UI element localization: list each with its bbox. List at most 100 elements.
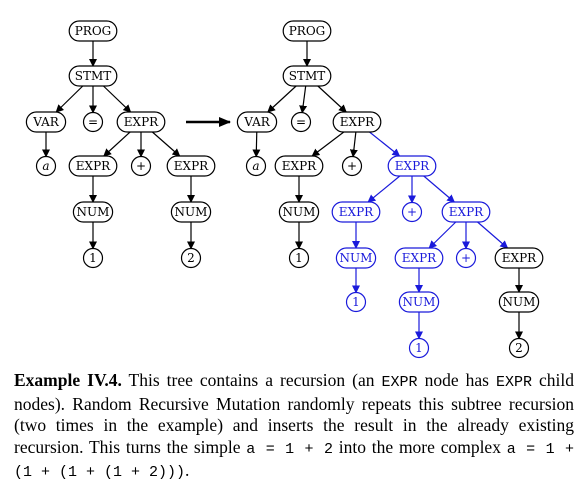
tree-node-r-var: VAR [236, 111, 278, 133]
tree-node-b2-num: NUM [398, 291, 440, 313]
tree-node-label: PROG [75, 24, 112, 38]
tree-edge-arrow [103, 131, 131, 157]
tree-node-label: NUM [503, 295, 536, 309]
tree-node-label: NUM [77, 205, 110, 219]
tree-leaf-node-r-two: 2 [508, 337, 530, 359]
tree-node-label: EXPR [76, 159, 111, 173]
tree-node-label: EXPR [395, 159, 430, 173]
tree-node-label: 1 [415, 341, 423, 355]
tree-node-label: 1 [352, 295, 360, 309]
tree-node-label: 1 [89, 251, 97, 265]
tree-node-label: a [252, 159, 259, 173]
tree-node-label: a [42, 159, 49, 173]
caption-text-1: This tree contains a recursion (an [121, 370, 382, 390]
tree-leaf-node-r-a: a [245, 155, 267, 177]
tree-node-label: NUM [283, 205, 316, 219]
tree-node-label: PROG [289, 24, 326, 38]
tree-node-b1-left: EXPR [331, 201, 381, 223]
tree-edge-arrow [317, 85, 347, 113]
tree-node-l-var: VAR [25, 111, 67, 133]
tree-node-label: EXPR [502, 251, 537, 265]
caption-code-1: EXPR [381, 374, 418, 391]
tree-edge-arrow [252, 131, 261, 158]
tree-leaf-node-b1-one: 1 [345, 291, 367, 313]
tree-edge-arrow [423, 175, 456, 203]
caption-code-3: a = 1 + 2 [246, 440, 333, 458]
tree-node-label: EXPR [282, 159, 317, 173]
tree-edge-arrow [369, 131, 401, 157]
tree-node-l-stmt: STMT [68, 65, 118, 87]
tree-edge-arrow [299, 85, 308, 114]
tree-node-label: EXPR [174, 159, 209, 173]
tree-edge-arrow [151, 131, 181, 157]
caption-text-2: node has [417, 370, 496, 390]
tree-node-label: = [296, 115, 306, 129]
tree-node-label: + [407, 205, 417, 219]
tree-node-label: EXPR [402, 251, 437, 265]
tree-leaf-node-l-eq: = [82, 111, 104, 133]
tree-leaf-node-r-eq: = [290, 111, 312, 133]
tree-node-b1-expr: EXPR [387, 155, 437, 177]
tree-node-l-exprr: EXPR [166, 155, 216, 177]
tree-node-r-stmt: STMT [282, 65, 332, 87]
tree-node-label: EXPR [449, 205, 484, 219]
tree-edge-arrow [477, 221, 509, 249]
tree-node-l-exprl: EXPR [68, 155, 118, 177]
caption-code-4: a = 1 + (1 + (1 + (1 + 2))) [14, 440, 575, 482]
tree-edge-arrow [55, 85, 84, 113]
tree-node-label: EXPR [340, 115, 375, 129]
tree-edge-arrow [349, 131, 358, 158]
tree-edge-arrow [311, 131, 345, 157]
tree-edges [42, 41, 523, 340]
tree-node-label: VAR [32, 115, 60, 129]
tree-node-label: + [347, 159, 357, 173]
tree-node-label: EXPR [339, 205, 374, 219]
caption-text-3: child nodes). Random Recursive Mutation … [14, 370, 574, 457]
tree-node-r-numl: NUM [278, 201, 320, 223]
tree-node-label: NUM [340, 251, 373, 265]
tree-edge-arrow [267, 85, 297, 113]
tree-leaf-node-b1-plus: + [401, 201, 423, 223]
tree-leaf-node-l-one: 1 [82, 247, 104, 269]
tree-node-r-exprl: EXPR [274, 155, 324, 177]
tree-node-l-prog: PROG [68, 20, 118, 42]
tree-leaf-node-l-two: 2 [180, 247, 202, 269]
tree-node-label: 1 [295, 251, 303, 265]
tree-leaf-node-r-plus: + [341, 155, 363, 177]
tree-leaf-node-l-a: a [35, 155, 57, 177]
caption-code-2: EXPR [495, 374, 532, 391]
tree-leaf-node-b2-one: 1 [408, 337, 430, 359]
tree-node-b1-num: NUM [335, 247, 377, 269]
tree-edge-arrow [103, 85, 132, 113]
tree-node-r-numr: NUM [498, 291, 540, 313]
tree-edge-arrow [367, 175, 401, 203]
tree-node-r-expr: EXPR [332, 111, 382, 133]
tree-node-label: 2 [187, 251, 195, 265]
caption-lead: Example IV.4. [14, 370, 122, 390]
tree-leaf-node-b2-plus: + [455, 247, 477, 269]
tree-node-label: STMT [75, 69, 112, 83]
figure-caption: Example IV.4. This tree contains a recur… [14, 370, 574, 484]
tree-node-label: NUM [175, 205, 208, 219]
tree-node-b2-left: EXPR [394, 247, 444, 269]
tree-node-label: + [136, 159, 146, 173]
tree-node-l-numl: NUM [72, 201, 114, 223]
tree-node-label: NUM [403, 295, 436, 309]
tree-node-r-prog: PROG [282, 20, 332, 42]
caption-text-5: . [185, 460, 190, 480]
caption-text-4: into the more complex [332, 436, 507, 457]
tree-leaf-node-l-plus: + [130, 155, 152, 177]
tree-node-label: 2 [515, 341, 523, 355]
tree-node-l-numr: NUM [170, 201, 212, 223]
tree-node-l-expr: EXPR [116, 111, 166, 133]
tree-leaf-node-r-one: 1 [288, 247, 310, 269]
tree-node-r-exprr: EXPR [494, 247, 544, 269]
tree-node-label: VAR [243, 115, 271, 129]
tree-node-label: EXPR [124, 115, 159, 129]
tree-edge-arrow [428, 221, 457, 249]
tree-node-label: + [461, 251, 471, 265]
tree-node-b2-expr: EXPR [441, 201, 491, 223]
tree-node-label: STMT [289, 69, 326, 83]
